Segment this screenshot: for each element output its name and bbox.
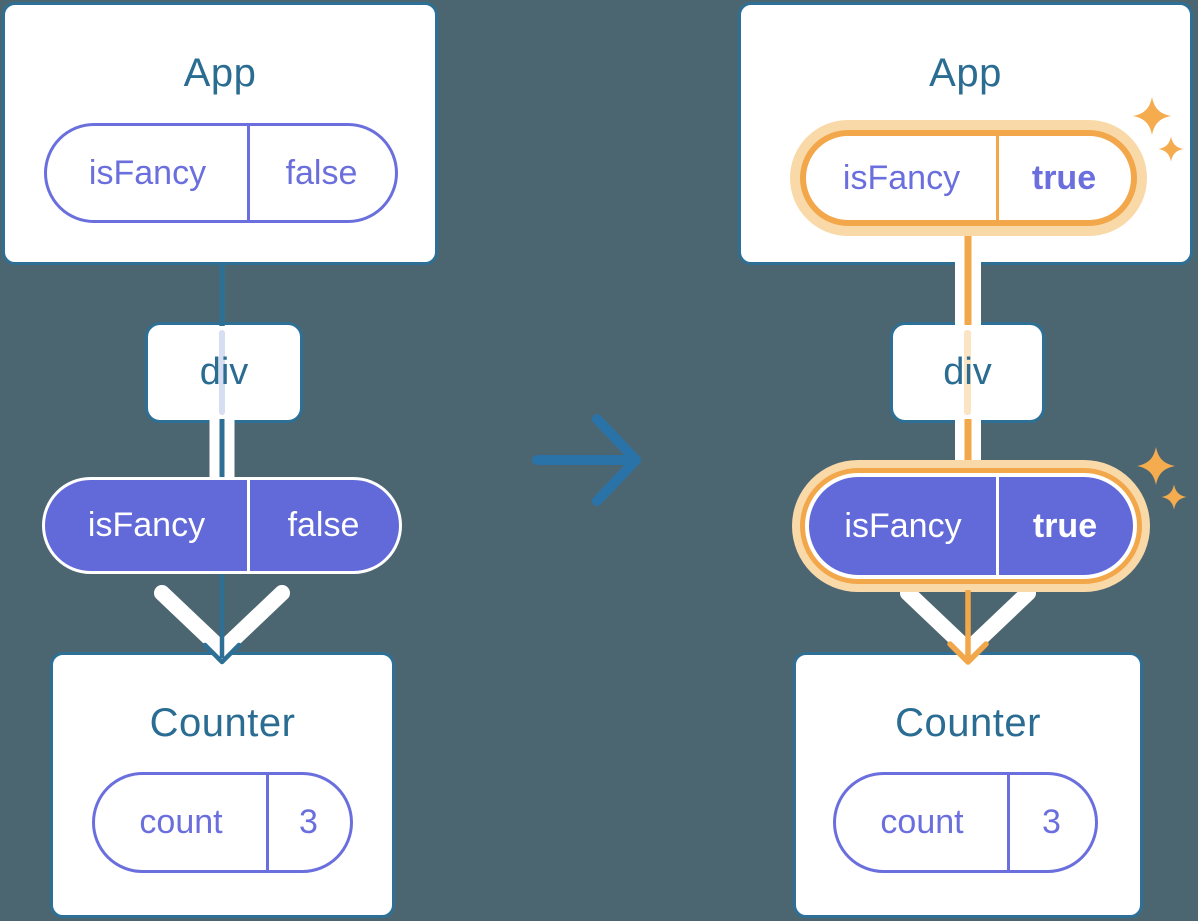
state-value-label: true: [1031, 158, 1097, 197]
pill-divider: [246, 480, 250, 571]
pill-divider: [246, 126, 250, 220]
before-div-label: div: [199, 351, 249, 393]
pill-divider: [996, 136, 999, 220]
before-app-title: App: [183, 51, 257, 95]
before-prop-pill: isFancy false: [42, 477, 402, 574]
after-div-label: div: [943, 351, 992, 393]
sparkle-icon: [1137, 447, 1175, 485]
transition-right-arrow-icon: [532, 414, 641, 506]
prop-key-label: isFancy: [844, 506, 962, 545]
after-app-state-pill-highlighted: isFancy true: [800, 130, 1137, 226]
sparkle-icon: [1161, 484, 1187, 510]
after-app-title: App: [929, 51, 1002, 95]
before-prop-to-counter-arrow-icon: [202, 574, 242, 665]
pill-divider: [1006, 775, 1010, 870]
before-app-state-pill: isFancy false: [44, 123, 398, 223]
prop-key-label: isFancy: [87, 506, 206, 544]
before-counter-title: Counter: [149, 701, 296, 745]
before-prop-trace-line: [219, 330, 225, 415]
after-prop-pill-highlighted: isFancy true: [805, 473, 1137, 579]
after-div-to-prop-line: [964, 419, 972, 466]
prop-value-label: true: [1032, 506, 1098, 545]
before-counter-state-pill: count 3: [92, 772, 353, 873]
state-value-label: false: [285, 153, 358, 192]
after-counter-title: Counter: [895, 701, 1041, 745]
before-pass-down-chevron-icon: [154, 585, 290, 658]
state-key-label: isFancy: [88, 153, 207, 192]
state-value-label: 3: [299, 803, 318, 841]
before-div-to-prop-stripe: [209, 419, 235, 480]
state-key-label: isFancy: [842, 158, 961, 197]
state-key-label: count: [139, 803, 223, 841]
after-counter-state-pill: count 3: [833, 772, 1098, 873]
after-prop-trace-line: [964, 330, 971, 415]
pill-divider: [265, 775, 269, 870]
state-value-label: 3: [1042, 803, 1061, 841]
state-key-label: count: [880, 803, 964, 841]
prop-value-label: false: [287, 506, 360, 544]
after-pass-down-chevron-icon: [900, 585, 1036, 658]
after-div-to-prop-stripe: [955, 419, 981, 466]
pill-divider: [995, 477, 999, 575]
